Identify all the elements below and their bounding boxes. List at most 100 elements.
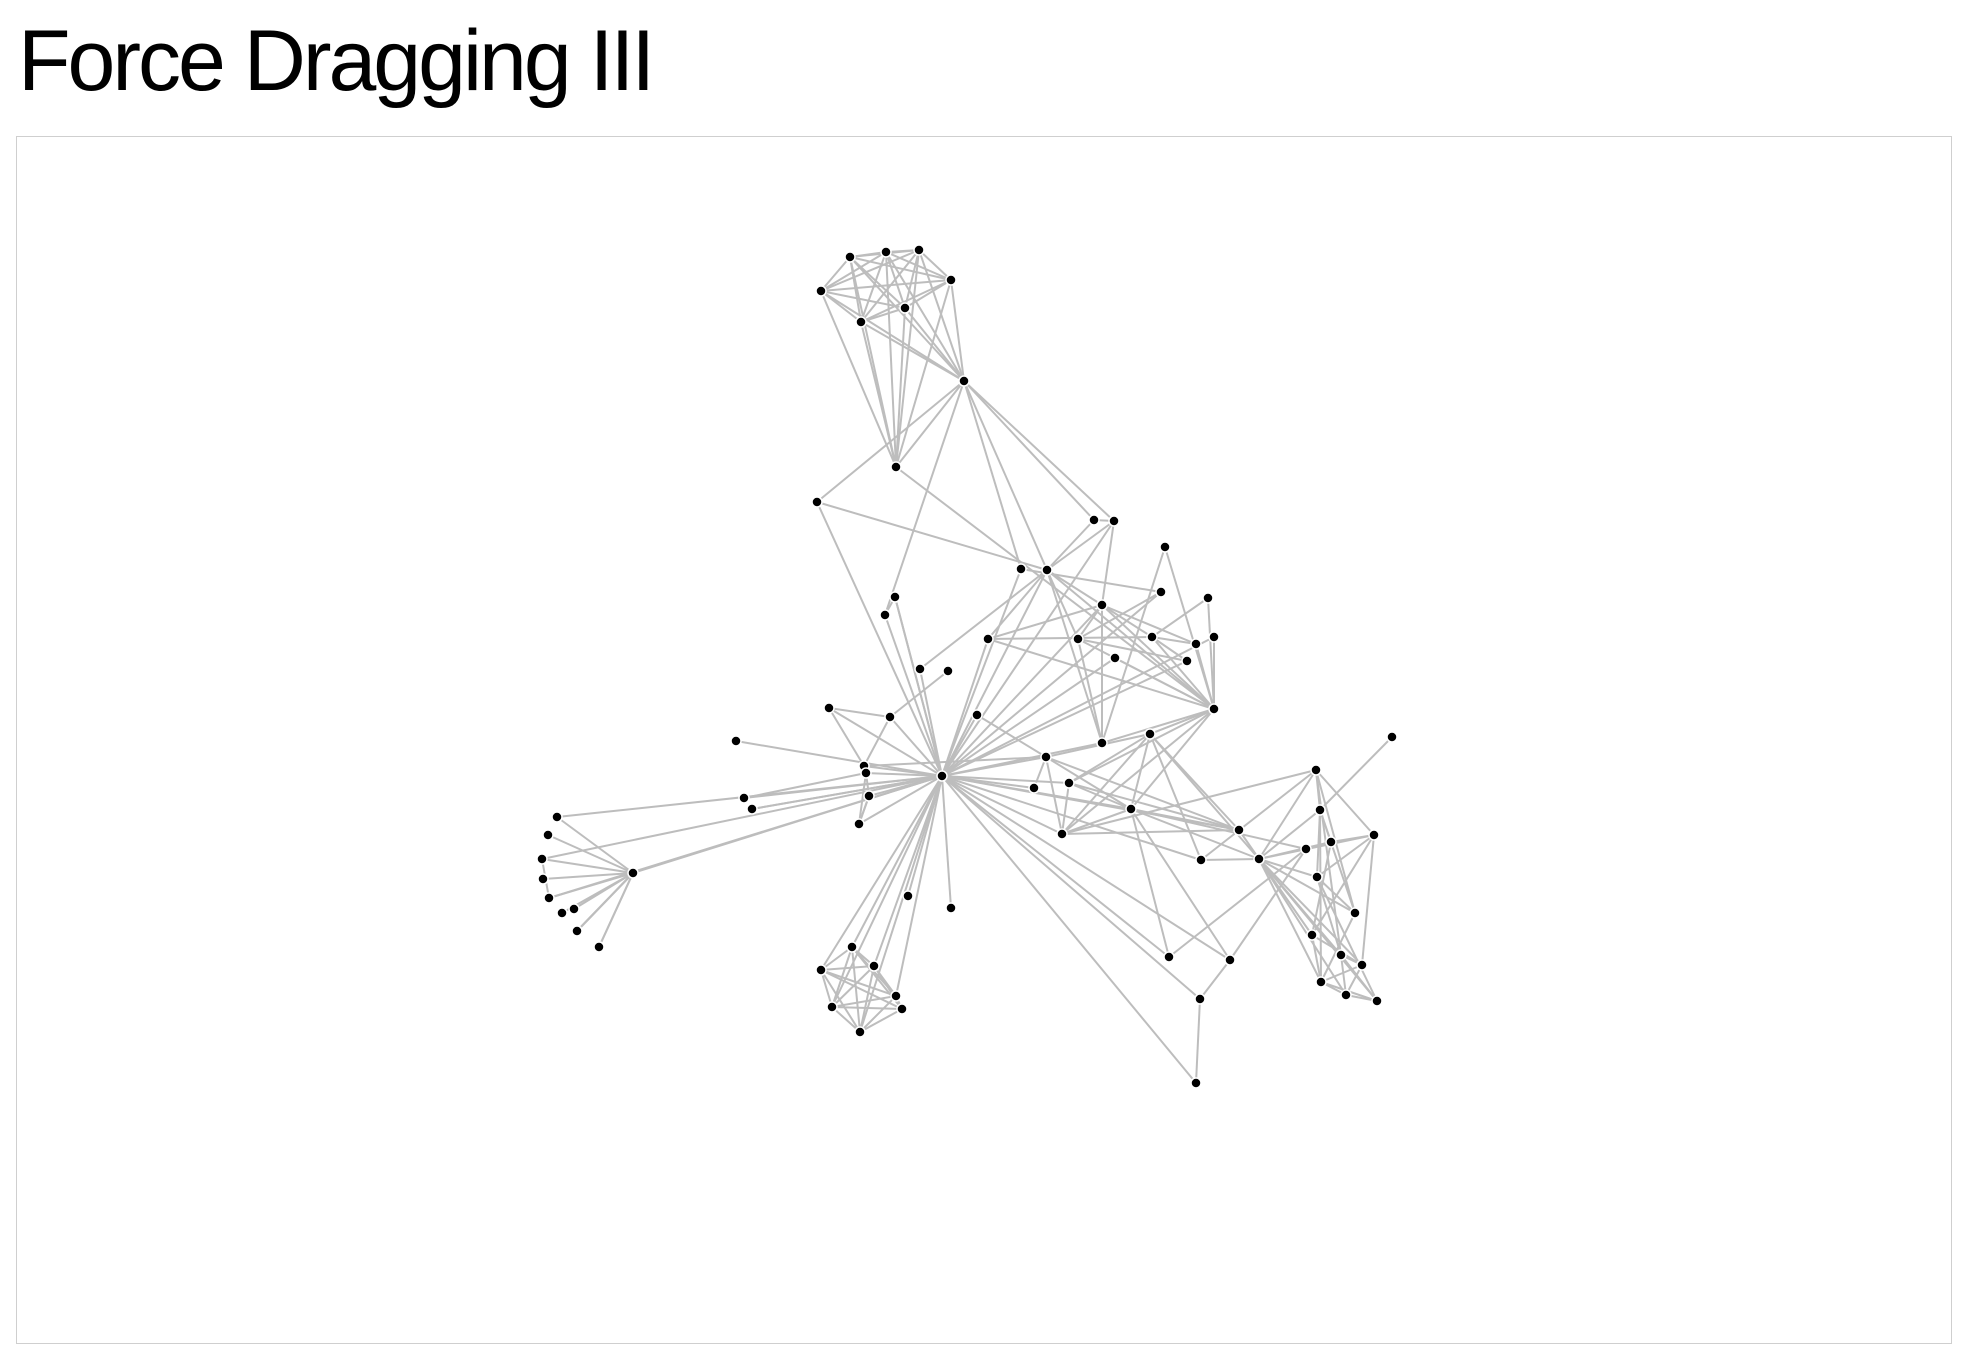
- graph-node[interactable]: [543, 892, 555, 904]
- graph-node[interactable]: [571, 925, 583, 937]
- graph-node[interactable]: [936, 770, 948, 782]
- graph-node[interactable]: [1233, 824, 1245, 836]
- graph-node[interactable]: [551, 811, 563, 823]
- graph-node[interactable]: [815, 285, 827, 297]
- graph-node[interactable]: [846, 941, 858, 953]
- graph-node[interactable]: [890, 461, 902, 473]
- graph-node[interactable]: [1040, 751, 1052, 763]
- graph-node[interactable]: [815, 964, 827, 976]
- graph-node[interactable]: [889, 591, 901, 603]
- graph-node[interactable]: [542, 829, 554, 841]
- graph-node[interactable]: [1208, 631, 1220, 643]
- graph-node[interactable]: [1155, 586, 1167, 598]
- graph-node[interactable]: [1125, 803, 1137, 815]
- graph-node[interactable]: [971, 709, 983, 721]
- graph-node[interactable]: [853, 818, 865, 830]
- graph-node[interactable]: [913, 244, 925, 256]
- graph-link: [1258, 858, 1347, 996]
- graph-link: [1151, 636, 1188, 662]
- graph-node[interactable]: [1088, 514, 1100, 526]
- graph-link: [919, 569, 1048, 670]
- graph-node[interactable]: [1028, 782, 1040, 794]
- graph-node[interactable]: [1340, 989, 1352, 1001]
- graph-node[interactable]: [1386, 731, 1398, 743]
- graph-node[interactable]: [1190, 638, 1202, 650]
- graph-node[interactable]: [1371, 995, 1383, 1007]
- graph-node[interactable]: [1253, 853, 1265, 865]
- graph-node[interactable]: [593, 941, 605, 953]
- graph-node[interactable]: [896, 1003, 908, 1015]
- graph-node[interactable]: [1041, 564, 1053, 576]
- graph-node[interactable]: [730, 735, 742, 747]
- graph-link: [859, 775, 943, 1033]
- graph-node[interactable]: [1146, 631, 1158, 643]
- graph-node[interactable]: [945, 274, 957, 286]
- graph-node[interactable]: [1195, 854, 1207, 866]
- graph-node[interactable]: [1163, 951, 1175, 963]
- graph-node[interactable]: [1311, 871, 1323, 883]
- graph-node[interactable]: [884, 711, 896, 723]
- graph-link: [1061, 708, 1215, 835]
- graph-node[interactable]: [1300, 843, 1312, 855]
- graph-node[interactable]: [1349, 907, 1361, 919]
- graph-node[interactable]: [1315, 976, 1327, 988]
- graph-node[interactable]: [1194, 993, 1206, 1005]
- graph-node[interactable]: [556, 907, 568, 919]
- graph-node[interactable]: [746, 803, 758, 815]
- graph-node[interactable]: [1072, 633, 1084, 645]
- graph-node[interactable]: [823, 702, 835, 714]
- graph-node[interactable]: [914, 663, 926, 675]
- graph-node[interactable]: [1181, 655, 1193, 667]
- graph-link: [884, 380, 965, 616]
- graph-node[interactable]: [1109, 652, 1121, 664]
- graph-node[interactable]: [1096, 599, 1108, 611]
- graph-node[interactable]: [536, 853, 548, 865]
- graph-node[interactable]: [1224, 954, 1236, 966]
- nodes-layer[interactable]: [536, 244, 1398, 1089]
- graph-node[interactable]: [863, 790, 875, 802]
- graph-node[interactable]: [1015, 563, 1027, 575]
- graph-node[interactable]: [855, 316, 867, 328]
- graph-node[interactable]: [1056, 828, 1068, 840]
- graph-node[interactable]: [942, 665, 954, 677]
- graph-node[interactable]: [982, 633, 994, 645]
- graph-node[interactable]: [738, 792, 750, 804]
- graph-node[interactable]: [945, 902, 957, 914]
- graph-node[interactable]: [811, 496, 823, 508]
- graph-node[interactable]: [860, 767, 872, 779]
- graph-node[interactable]: [1325, 836, 1337, 848]
- graph-node[interactable]: [868, 960, 880, 972]
- graph-node[interactable]: [854, 1026, 866, 1038]
- graph-node[interactable]: [1108, 515, 1120, 527]
- graph-node[interactable]: [627, 867, 639, 879]
- graph-node[interactable]: [1356, 959, 1368, 971]
- graph-node[interactable]: [1096, 737, 1108, 749]
- graph-node[interactable]: [537, 873, 549, 885]
- graph-node[interactable]: [1314, 804, 1326, 816]
- graph-node[interactable]: [826, 1001, 838, 1013]
- graph-node[interactable]: [844, 251, 856, 263]
- force-graph[interactable]: [17, 137, 1951, 1343]
- graph-node[interactable]: [1144, 728, 1156, 740]
- graph-node[interactable]: [1063, 777, 1075, 789]
- graph-link: [1330, 834, 1375, 843]
- graph-node[interactable]: [1159, 541, 1171, 553]
- graph-node[interactable]: [1208, 703, 1220, 715]
- graph-node[interactable]: [890, 990, 902, 1002]
- graph-node[interactable]: [1310, 764, 1322, 776]
- graph-node[interactable]: [879, 609, 891, 621]
- graph-link: [941, 568, 1022, 777]
- graph-node[interactable]: [1202, 592, 1214, 604]
- graph-node[interactable]: [568, 903, 580, 915]
- graph-node[interactable]: [958, 375, 970, 387]
- graph-node[interactable]: [1190, 1077, 1202, 1089]
- graph-node[interactable]: [1306, 929, 1318, 941]
- graph-node[interactable]: [880, 246, 892, 258]
- graph-node[interactable]: [1335, 949, 1347, 961]
- graph-canvas[interactable]: [16, 136, 1952, 1344]
- graph-node[interactable]: [899, 302, 911, 314]
- graph-link: [831, 775, 943, 1008]
- graph-node[interactable]: [902, 890, 914, 902]
- graph-link: [889, 716, 943, 777]
- graph-node[interactable]: [1368, 829, 1380, 841]
